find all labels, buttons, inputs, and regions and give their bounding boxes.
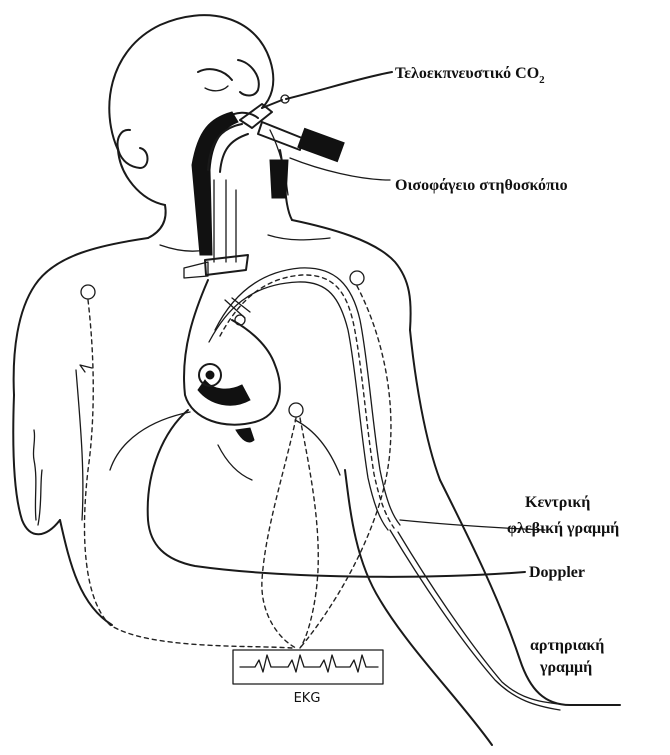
neck	[148, 205, 166, 238]
ecg-electrode-left	[81, 285, 95, 299]
label-etco2: Τελοεκπνευστικό CO2	[395, 65, 545, 86]
ekg-trace	[240, 655, 378, 672]
nose	[238, 60, 259, 96]
label-esophageal-stethoscope: Οισοφάγειο στηθοσκόπιο	[395, 177, 568, 194]
ecg-electrode-chest	[289, 403, 303, 417]
airway	[184, 112, 248, 278]
ecg-electrode-right	[350, 271, 364, 285]
label-central-venous-line-2: φλεβική γραμμή	[507, 520, 619, 537]
artist-signature	[33, 430, 42, 525]
eye	[198, 69, 232, 80]
label-ekg: EKG	[294, 691, 321, 706]
capnography-device	[240, 95, 344, 198]
label-central-venous-line-1: Κεντρική	[525, 494, 590, 511]
label-arterial-line-2: γραμμή	[539, 659, 592, 676]
ear	[118, 130, 148, 168]
label-arterial-line-1: αρτηριακή	[530, 637, 604, 654]
label-doppler: Doppler	[529, 564, 585, 581]
ecg-leads	[81, 271, 391, 648]
torso	[13, 220, 620, 745]
ekg-monitor	[233, 650, 383, 684]
arterial-line	[390, 530, 560, 710]
